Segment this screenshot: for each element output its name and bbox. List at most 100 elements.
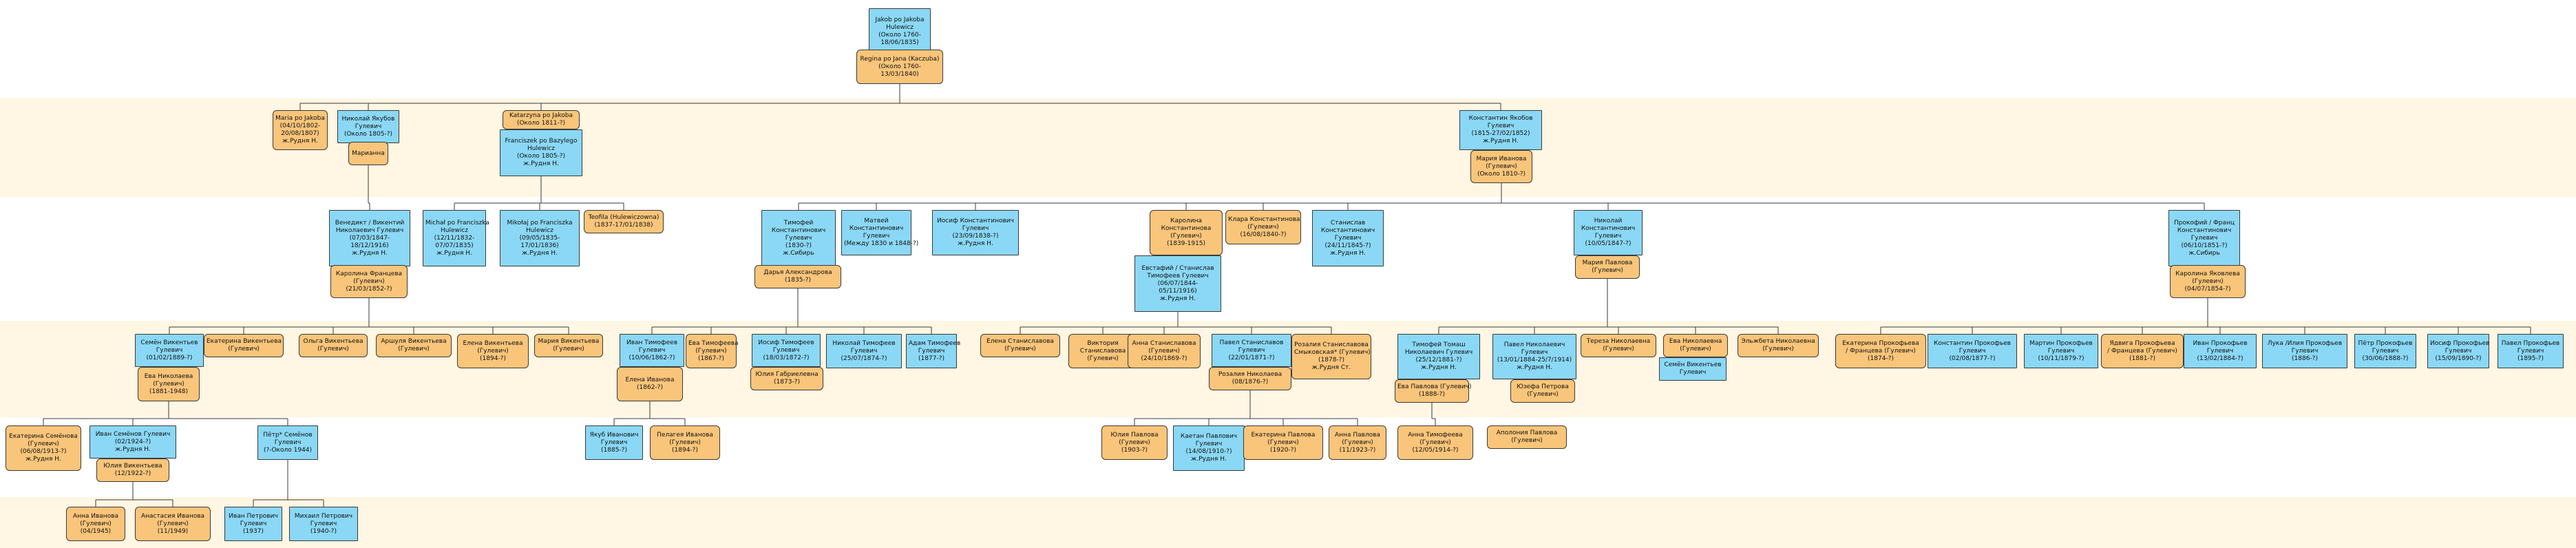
person-card-line: (Гулевич) xyxy=(1170,233,1202,240)
person-card-line: Елена Иванова xyxy=(625,377,675,383)
person-card-line: (10/11/1879-?) xyxy=(2038,355,2084,362)
person-card-p2[interactable]: Regina po Jana (Kaczuba)(Около 1760-13/0… xyxy=(856,50,943,84)
person-card-p76[interactable]: Анна Иванова(Гулевич)(04/1945) xyxy=(66,507,125,541)
person-card-p70[interactable]: Юлия Павлова(Гулевич)(1903-?) xyxy=(1101,425,1168,460)
person-card-p9[interactable]: Мария Иванова(Гулевич)(Около 1810-?) xyxy=(1470,150,1532,183)
person-card-p21[interactable]: Клара Константинова(Гулевич)(16/08/1840-… xyxy=(1225,210,1301,244)
person-card-line: Гулевич xyxy=(1521,349,1548,356)
person-card-p30[interactable]: Ольга Викентьева(Гулевич) xyxy=(299,334,368,357)
person-card-p52[interactable]: Ева Николаевна(Гулевич) xyxy=(1663,334,1728,357)
person-card-p3[interactable]: Maria po Jakoba(04/10/1802-20/08/1807)ж.… xyxy=(273,110,328,150)
person-card-p55[interactable]: Екатерина Прокофьева/ Францева (Гулевич)… xyxy=(1835,334,1926,368)
person-card-p75[interactable]: Аполония Павлова(Гулевич) xyxy=(1487,425,1567,449)
person-card-line: (21/03/1852-?) xyxy=(346,285,392,293)
person-card-p74[interactable]: Анна Тимофеева(Гулевич)(12/05/1914-?) xyxy=(1397,425,1473,460)
person-card-p11[interactable]: Каролина Францева(Гулевич)(21/03/1852-?) xyxy=(330,265,408,298)
person-card-p36[interactable]: Ева Тимофеева(Гулевич)(1867-?) xyxy=(686,334,739,368)
person-card-p58[interactable]: Ядвига Прокофьева/ Францева (Гулевич)(18… xyxy=(2101,334,2184,368)
person-card-p51[interactable]: Тереза Николаевна(Гулевич) xyxy=(1581,334,1656,357)
person-card-p45[interactable]: Розалия Николаева(08/1876-?) xyxy=(1209,367,1291,390)
person-card-p72[interactable]: Екатерина Павлова(Гулевич)(1920-?) xyxy=(1243,425,1323,460)
person-card-p69[interactable]: Пелагея Иванова(Гулевич)(1894-?) xyxy=(650,425,720,460)
person-card-p48[interactable]: Ева Павлова (Гулевич)(1888-?) xyxy=(1395,379,1472,403)
person-card-p50[interactable]: Юзефа Петрова(Гулевич) xyxy=(1510,379,1575,403)
person-card-line: Гулевич xyxy=(1487,123,1514,129)
person-card-line: Гулевич xyxy=(2445,347,2472,355)
person-card-p35[interactable]: Елена Иванова(1862-?) xyxy=(617,367,683,401)
person-card-p38[interactable]: Юлия Габриелевна(1873-?) xyxy=(750,367,823,390)
person-card-line: Аполония Павлова xyxy=(1496,430,1558,436)
person-card-line: Гулевич xyxy=(863,233,890,240)
person-card-p32[interactable]: Елена Викентьева(Гулевич)(1894-?) xyxy=(457,334,529,368)
person-card-line: (Гулевич) xyxy=(2192,277,2224,285)
person-card-p29[interactable]: Екатерина Викентьева(Гулевич) xyxy=(204,334,284,357)
person-card-p6[interactable]: Katarzyna po Jakoba(Около 1811-?) xyxy=(503,110,580,129)
person-card-line: 18/06/1835) xyxy=(880,39,919,46)
person-card-line: Константинова xyxy=(1161,225,1212,232)
person-card-line: (02/08/1877-?) xyxy=(1949,355,1996,362)
person-card-p77[interactable]: Анастасия Иванова(Гулевич)(11/1949) xyxy=(135,507,211,541)
person-card-p5[interactable]: Марианна xyxy=(348,142,388,165)
person-card-p31[interactable]: Аршуля Викентьева(Гулевич) xyxy=(376,334,452,357)
person-card-p14[interactable]: Teofila (Hulewiczowna)(1837-17/01/1838) xyxy=(584,210,664,233)
person-card-line: Екатерина Павлова xyxy=(1251,431,1316,439)
person-card-line: (Гулевич) xyxy=(1342,439,1373,446)
person-card-p26[interactable]: Каролина Яковлева(Гулевич)(04/07/1854-?) xyxy=(2170,265,2246,298)
person-card-line: ж.Сибирь xyxy=(2188,249,2220,257)
person-card-line: Павел Прокофьев xyxy=(2501,339,2560,347)
person-card-p33[interactable]: Мария Викентьева(Гулевич) xyxy=(534,334,603,357)
person-card-p28[interactable]: Ева Николаева(Гулевич)(1881-1948) xyxy=(138,367,200,401)
person-card-p66[interactable]: Юлия Викентьева(12/1922-?) xyxy=(96,459,169,482)
person-card-line: Maria po Jakoba xyxy=(275,115,325,122)
person-card-p43[interactable]: Анна Станиславова(Гулевич)(24/10/1869-?) xyxy=(1128,334,1201,368)
person-card-p24[interactable]: Мария Павлова(Гулевич) xyxy=(1575,255,1640,279)
person-card-p41[interactable]: Елена Станиславова(Гулевич) xyxy=(980,334,1060,357)
person-card-line: Franciszek po Bazylego xyxy=(505,138,578,145)
person-card-p54[interactable]: Эльжбета Николаевна(Гулевич) xyxy=(1738,334,1819,357)
person-card-p65[interactable]: Иван Семёнов Гулевич(02/1924-?)ж.Рудня Н… xyxy=(89,425,176,459)
person-card-p73[interactable]: Анна Павлова(Гулевич)(11/1923-?) xyxy=(1329,425,1386,460)
person-card-p16[interactable]: Дарья Александрова(1835-?) xyxy=(754,265,841,288)
person-card-line: Тереза Николаевна xyxy=(1586,338,1651,345)
person-card-p64[interactable]: Екатерина Семёнова(Гулевич)(06/08/1913-?… xyxy=(6,425,81,471)
